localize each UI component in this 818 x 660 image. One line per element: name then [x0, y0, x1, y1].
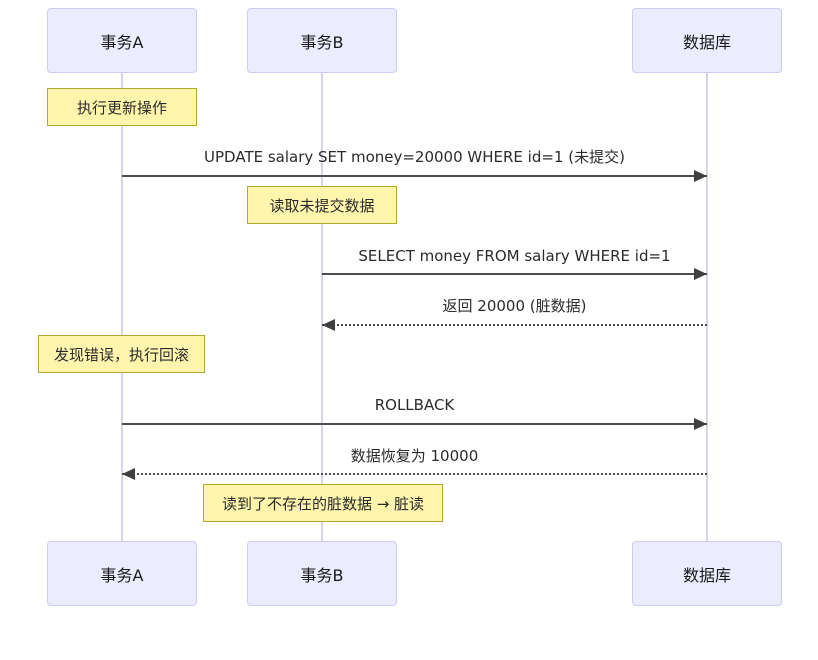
message-data-restored-line: [122, 473, 707, 475]
message-rollback-label: ROLLBACK: [374, 396, 455, 414]
arrowhead-left-icon: [322, 319, 335, 331]
lifeline-database: [706, 73, 708, 541]
lifeline-transaction-a: [121, 73, 123, 541]
note-text: 执行更新操作: [76, 98, 167, 117]
arrowhead-right-icon: [694, 418, 707, 430]
message-return-dirty-data-line: [322, 324, 707, 326]
message-rollback-line: [122, 423, 707, 425]
note-text: 读到了不存在的脏数据 → 脏读: [221, 494, 425, 513]
message-return-dirty-data-label: 返回 20000 (脏数据): [442, 297, 587, 315]
actor-box-database-top: 数据库: [632, 8, 782, 73]
actor-label-database: 数据库: [682, 565, 731, 585]
lifeline-transaction-b: [321, 73, 323, 541]
actor-label-transaction-a: 事务A: [100, 565, 144, 585]
message-data-restored-label: 数据恢复为 10000: [350, 447, 479, 465]
note-execute-update: 执行更新操作: [47, 88, 197, 126]
note-found-error-rollback: 发现错误，执行回滚: [38, 335, 205, 373]
note-read-uncommitted: 读取未提交数据: [247, 186, 397, 224]
actor-label-transaction-a: 事务A: [100, 32, 144, 52]
message-update-salary-label: UPDATE salary SET money=20000 WHERE id=1…: [204, 148, 625, 166]
note-text: 发现错误，执行回滚: [53, 345, 189, 364]
message-select-money-line: [322, 273, 707, 275]
message-update-salary-line: [122, 175, 707, 177]
actor-box-transaction-a-bottom: 事务A: [47, 541, 197, 606]
actor-box-transaction-a-top: 事务A: [47, 8, 197, 73]
arrowhead-right-icon: [694, 170, 707, 182]
message-select-money-label: SELECT money FROM salary WHERE id=1: [358, 247, 671, 265]
actor-box-transaction-b-bottom: 事务B: [247, 541, 397, 606]
actor-box-transaction-b-top: 事务B: [247, 8, 397, 73]
actor-label-database: 数据库: [682, 32, 731, 52]
actor-box-database-bottom: 数据库: [632, 541, 782, 606]
actor-label-transaction-b: 事务B: [300, 565, 344, 585]
actor-label-transaction-b: 事务B: [300, 32, 344, 52]
arrowhead-right-icon: [694, 268, 707, 280]
arrowhead-left-icon: [122, 468, 135, 480]
note-dirty-read-conclusion: 读到了不存在的脏数据 → 脏读: [203, 484, 443, 522]
note-text: 读取未提交数据: [269, 196, 375, 215]
